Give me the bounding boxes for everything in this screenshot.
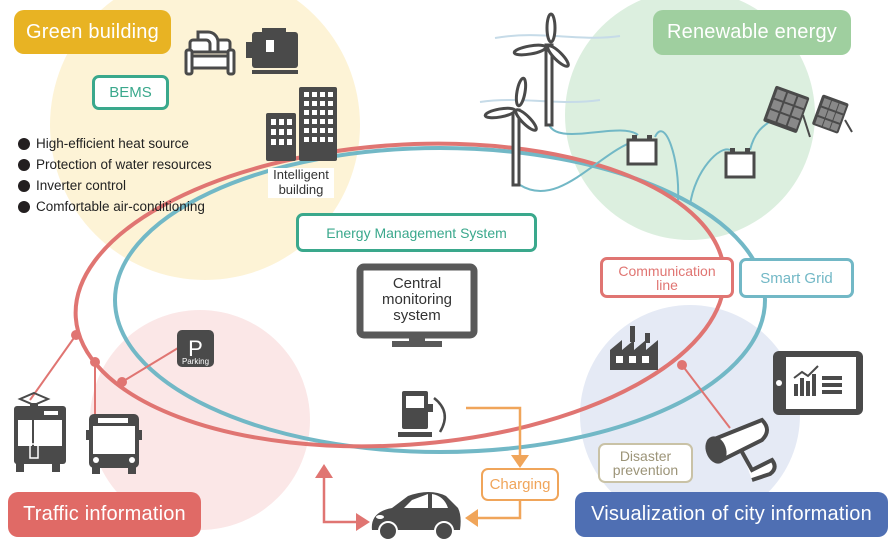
wind-line (479, 99, 601, 103)
bullet-icon (18, 179, 30, 192)
solar-panel-icon (812, 94, 849, 134)
renewable-energy-label: Renewable energy (653, 10, 851, 55)
green-building-zone (50, 0, 360, 280)
factory-icon (610, 326, 658, 370)
charging-label: Charging (481, 468, 559, 501)
feature-item: High-efficient heat source (18, 133, 212, 154)
feature-item: Inverter control (18, 175, 212, 196)
connector-node (117, 377, 127, 387)
bems-label: BEMS (92, 75, 169, 110)
green-building-features: High-efficient heat source Protection of… (18, 133, 212, 217)
connector (29, 334, 77, 401)
solar-panel-icon (763, 85, 810, 133)
parking-icon: P Parking (177, 330, 214, 367)
renewable-energy-zone (565, 0, 815, 240)
building-icon (266, 87, 337, 161)
disaster-prevention-label: Disaster prevention (598, 443, 693, 483)
arrow-head (465, 509, 478, 527)
connector-node (677, 360, 687, 370)
tablet-icon (773, 351, 863, 415)
car-icon (371, 492, 461, 541)
feature-item: Comfortable air-conditioning (18, 196, 212, 217)
cable (519, 139, 639, 192)
smart-grid-label: Smart Grid (739, 258, 854, 298)
monitor-icon (356, 263, 478, 347)
charging-arrow (478, 500, 522, 520)
connector-node (90, 357, 100, 367)
charging-station-icon (398, 391, 447, 437)
wind-turbine-icon (483, 76, 538, 187)
cable (689, 148, 731, 206)
traffic-arrow (322, 478, 356, 524)
visualization-label: Visualization of city information (575, 492, 888, 537)
smart-grid-line (113, 146, 767, 454)
wind-line (494, 34, 621, 39)
arrow-head (315, 464, 333, 478)
intelligent-building-caption: Intelligent building (268, 167, 334, 198)
charging-arrow (466, 406, 522, 455)
bullet-icon (18, 137, 30, 150)
pipe-icon (184, 30, 236, 76)
parking-text: Parking (182, 357, 209, 366)
wind-turbine-icon (512, 12, 570, 127)
arrow-head (356, 513, 370, 531)
cable (654, 130, 680, 201)
traffic-information-label: Traffic information (8, 492, 201, 537)
bullet-icon (18, 158, 30, 171)
connector (121, 347, 179, 383)
bus-icon (86, 414, 142, 474)
ems-label: Energy Management System (296, 213, 537, 252)
arrow-head (511, 455, 529, 468)
feature-item: Protection of water resources (18, 154, 212, 175)
train-icon (14, 391, 66, 472)
security-camera-icon (705, 417, 777, 482)
battery-icon (724, 148, 756, 179)
bullet-icon (18, 200, 30, 213)
communication-line-label: Communication line (600, 257, 734, 298)
heat-source-icon (246, 28, 298, 74)
connector-node (71, 330, 81, 340)
solar-stand (844, 119, 853, 133)
battery-icon (626, 135, 658, 166)
cable (547, 119, 639, 136)
green-building-label: Green building (14, 10, 171, 54)
central-monitoring-caption: Central monitoring system (381, 275, 453, 324)
solar-stand (802, 114, 811, 138)
parking-letter: P (188, 336, 203, 361)
connector (681, 364, 731, 429)
